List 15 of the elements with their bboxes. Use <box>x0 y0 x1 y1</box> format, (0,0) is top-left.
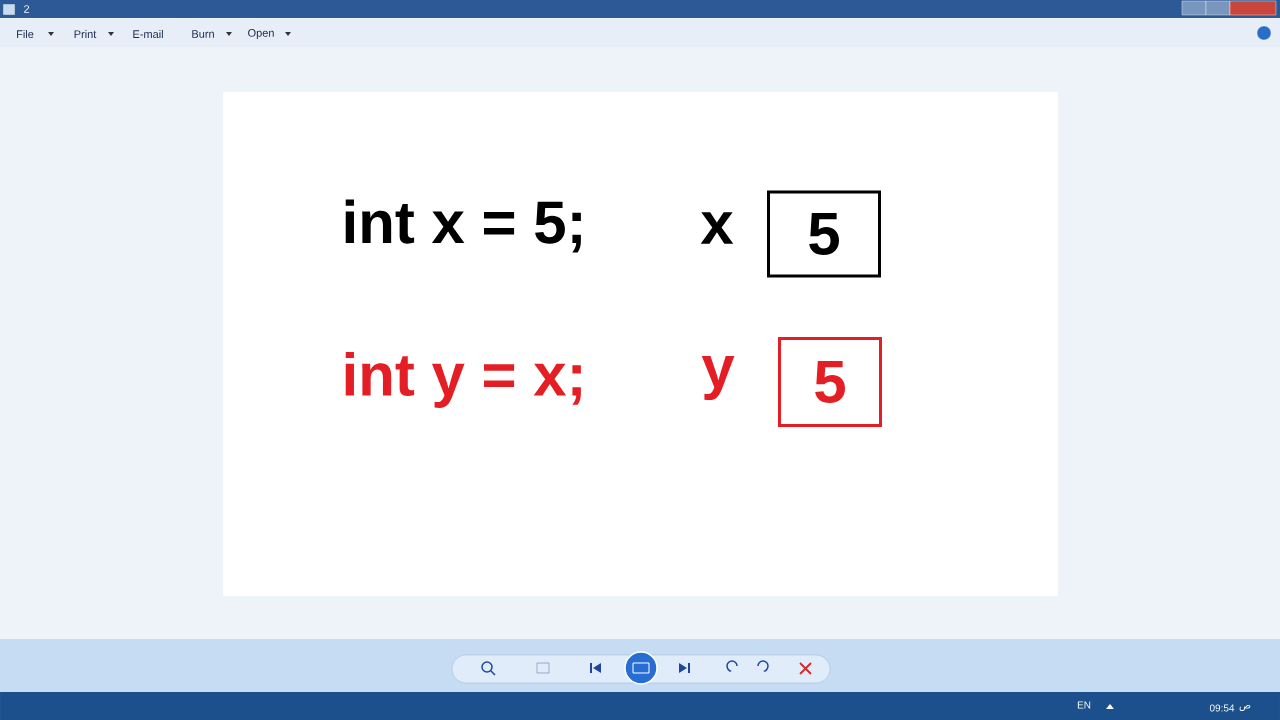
menu-item: E-mail <box>133 29 163 39</box>
menu-item: File <box>17 29 34 39</box>
code-line: int x = 5; <box>345 199 581 253</box>
clock-suffix: ص <box>1239 704 1251 712</box>
variable-name: y <box>701 355 735 401</box>
variable-name: x <box>700 212 734 244</box>
menu-item: Print <box>74 29 97 38</box>
value-box: 5 <box>778 337 882 427</box>
window-title: 2 <box>24 5 30 13</box>
menu-item: Burn <box>192 30 214 38</box>
value-box: 5 <box>767 190 881 278</box>
language-indicator: EN <box>1077 701 1091 709</box>
clock-time: 09:54 <box>1209 704 1235 712</box>
menu-item: Open <box>248 29 274 39</box>
code-line: int y = x; <box>345 352 581 408</box>
